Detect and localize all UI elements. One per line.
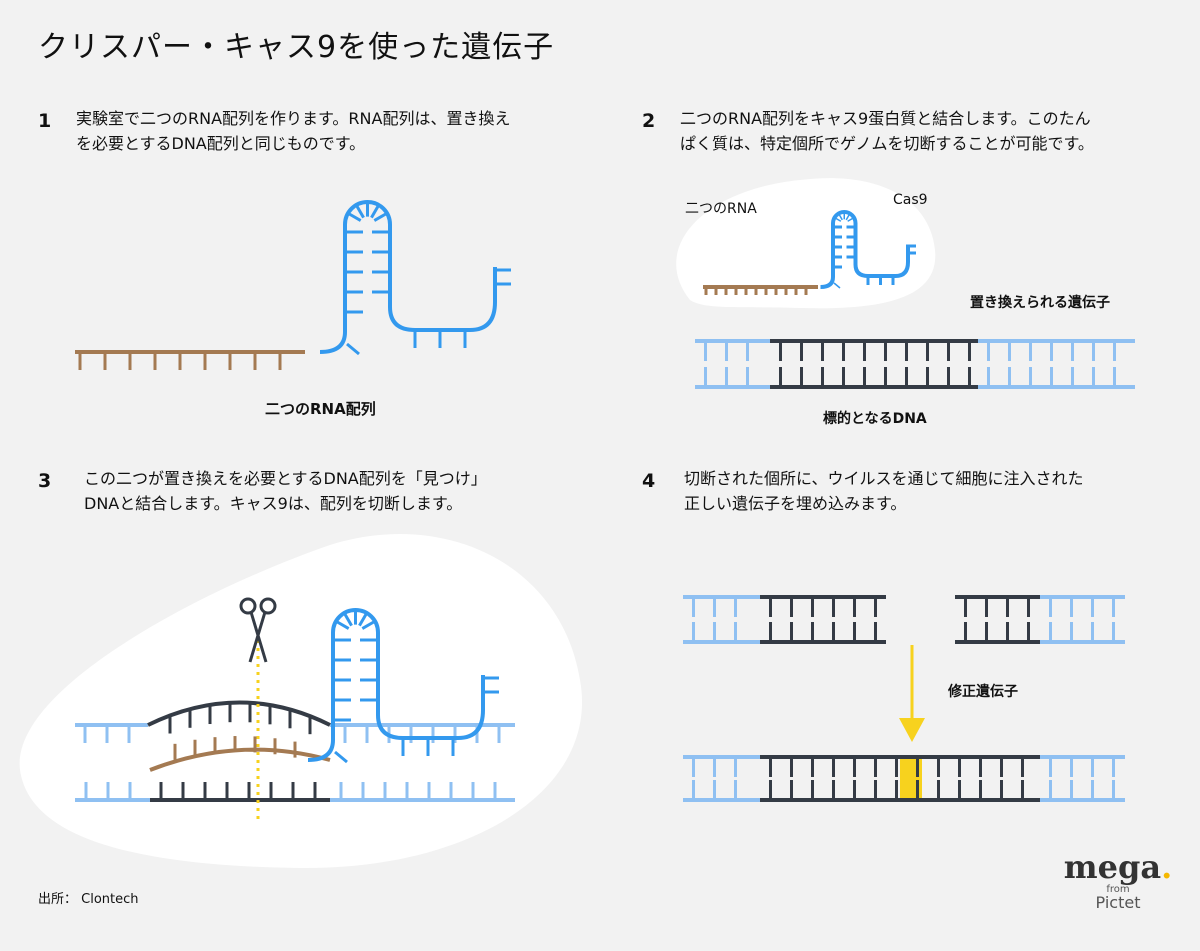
arrow-icon — [899, 718, 925, 742]
scissors-icon — [239, 597, 257, 615]
label-target-dna: 標的となるDNA — [823, 411, 927, 427]
step-4-text: 切断された個所に、ウイルスを通じて細胞に注入された正しい遺伝子を埋め込みます。 — [684, 466, 1084, 516]
scissors-icon — [259, 597, 277, 615]
scissors-icon — [248, 611, 268, 663]
step-1-text: 実験室で二つのRNA配列を作ります。RNA配列は、置き換えを必要とするDNA配列… — [76, 106, 510, 156]
label-two-rna-sequences: 二つのRNA配列 — [265, 400, 376, 418]
rna-blue-hairpin-base — [347, 211, 362, 222]
label-corrected-gene: 修正遺伝子 — [948, 684, 1018, 700]
label-two-rna: 二つのRNA — [685, 201, 757, 217]
step-4-number: 4 — [642, 470, 656, 492]
step-3-line2: DNAと結合します。キャス9は、配列を切断します。 — [84, 494, 463, 513]
logo-mega: mega — [1063, 848, 1162, 886]
step-2-text: 二つのRNA配列をキャス9蛋白質と結合します。このたんぱく質は、特定個所でゲノム… — [680, 106, 1094, 156]
rna-blue-hairpin-p3-base — [334, 750, 348, 764]
step-2-line2: ぱく質は、特定個所でゲノムを切断することが可能です。 — [680, 134, 1094, 153]
rna-blue-hairpin-p2 — [820, 210, 910, 289]
rna-blue-hairpin-p3-base — [335, 619, 350, 630]
rna-blue-hairpin-p3-base — [358, 612, 369, 627]
label-cas9: Cas9 — [893, 192, 928, 208]
step-3-number: 3 — [38, 470, 52, 492]
rna-blue-hairpin-p2-base — [834, 216, 842, 222]
rna-blue-hairpin-p2-base — [837, 213, 843, 221]
logo-from: from — [1106, 884, 1130, 895]
step-1-line1: 実験室で二つのRNA配列を作ります。RNA配列は、置き換え — [76, 109, 511, 128]
rna-blue-hairpin-p2-base — [833, 282, 841, 289]
rna-blue-hairpin-p2-base — [845, 213, 851, 221]
step-2-number: 2 — [642, 110, 656, 132]
step-1-number: 1 — [38, 110, 52, 132]
step-1-line2: を必要とするDNA配列と同じものです。 — [76, 134, 366, 153]
rna-blue-hairpin-p2-base — [847, 216, 855, 222]
step-3-text: この二つが置き換えを必要とするDNA配列を「見つけ」 DNAと結合します。キャス9… — [84, 466, 487, 516]
step-4-line1: 切断された個所に、ウイルスを通じて細胞に注入された — [684, 469, 1084, 488]
step-3-line1: この二つが置き換えを必要とするDNA配列を「見つけ」 — [84, 469, 487, 488]
step-4-line2: 正しい遺伝子を埋め込みます。 — [684, 494, 907, 513]
rna-blue-hairpin-p3-base — [361, 619, 376, 630]
rna-blue-hairpin-base — [354, 204, 365, 219]
rna-blue-hairpin-base — [370, 204, 381, 219]
page-title: クリスパー・キャス9を使った遺伝子 — [38, 30, 555, 65]
white-blob-panel-3 — [19, 534, 583, 869]
rna-blue-hairpin-base — [373, 211, 388, 222]
rna-blue-hairpin-base — [346, 342, 360, 356]
rna-blue-hairpin-p3-base — [342, 612, 353, 627]
label-gene-to-replace: 置き換えられる遺伝子 — [970, 295, 1110, 311]
dna-open-strand-p3 — [147, 700, 331, 727]
step-2-line1: 二つのRNA配列をキャス9蛋白質と結合します。このたん — [680, 109, 1091, 128]
rna-blue-hairpin — [319, 200, 497, 354]
rna-guide-strand-p3 — [149, 747, 331, 772]
source-note: 出所： Clontech — [38, 892, 139, 907]
mega-pictet-logo: mega. from Pictet — [1063, 848, 1173, 912]
logo-pictet: Pictet — [1095, 893, 1141, 912]
